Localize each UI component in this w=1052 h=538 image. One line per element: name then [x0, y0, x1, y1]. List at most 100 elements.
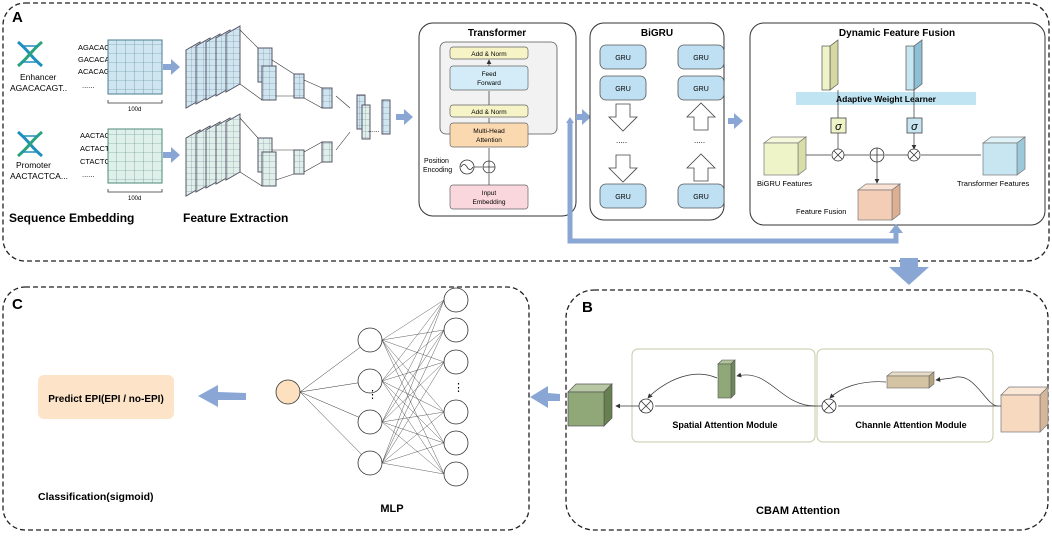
panel-c-letter: C — [12, 296, 23, 313]
bigru-dots: ..... — [694, 136, 705, 145]
mlp-connection — [381, 361, 445, 423]
spatial-attention-map — [717, 359, 736, 399]
dna-icon — [17, 40, 43, 68]
panel-c: C Predict EPI(EPI / no-EPI) Classificati… — [2, 286, 530, 531]
bigru-features-cube — [762, 136, 808, 176]
flattened-feature — [361, 104, 371, 140]
mlp-connection — [381, 361, 445, 382]
transformer-block: Transformer Add & Norm Feed Forward Add … — [418, 22, 577, 217]
mlp-hidden-node — [443, 399, 469, 425]
channel-attention-label: Channle Attention Module — [855, 420, 966, 430]
mlp-connection — [381, 329, 445, 464]
enhancer-dim: 100d — [128, 107, 141, 113]
mlp-hidden-node — [357, 450, 383, 476]
position-encoding-label: Position — [424, 158, 449, 165]
promoter-embedding-grid — [107, 128, 163, 184]
flow-arrow — [396, 109, 413, 125]
mlp-connection — [381, 421, 445, 475]
mlp-connection — [381, 361, 445, 464]
gru-label: GRU — [615, 55, 631, 62]
transformer-title: Transformer — [468, 28, 526, 39]
mlp-connection — [381, 339, 445, 475]
feed-forward-label: Forward — [477, 80, 501, 87]
flow-arrow-down — [889, 258, 929, 285]
gru-label: GRU — [615, 86, 631, 93]
multi-head-label: Multi-Head — [473, 128, 505, 135]
promoter-label: Promoter — [16, 160, 51, 170]
sigma-symbol: σ — [835, 121, 842, 133]
mlp-connection — [381, 462, 445, 475]
add-norm-top-label: Add & Norm — [471, 51, 506, 58]
sigma-symbol: σ — [911, 121, 918, 133]
panel-a-border — [2, 2, 1050, 262]
multi-head-label: Attention — [476, 137, 502, 144]
mlp-connection — [381, 339, 445, 444]
bigru-feature-bar — [821, 45, 831, 91]
promoter-sequence: AACTACTCA... — [10, 171, 68, 181]
feature-ellipsis: ...... — [368, 127, 380, 134]
gru-cell — [677, 183, 725, 209]
gru-label: GRU — [693, 55, 709, 62]
channel-attention-module — [816, 348, 994, 443]
gru-cell — [599, 75, 647, 101]
mlp-hidden-node — [443, 317, 469, 343]
mlp-hidden-node — [443, 287, 469, 313]
adaptive-weight-learner-bar — [796, 92, 976, 105]
panel-a-letter: A — [12, 9, 23, 26]
sigma-gate — [830, 117, 847, 134]
gru-cell — [599, 44, 647, 70]
feature-maps-enhancer — [185, 25, 333, 109]
mlp-network: ⋮ ⋮ — [275, 287, 469, 487]
mlp-connection — [381, 299, 445, 464]
enhancer-kmers: AGACAC GACACA ACACAG ...... — [78, 43, 110, 90]
flow-arrow — [576, 109, 591, 125]
bigru-block: BiGRU GRU GRU GRU GRU GRU GRU ..... ....… — [589, 22, 725, 221]
gru-label: GRU — [693, 194, 709, 201]
input-embedding-label: Input — [482, 190, 497, 197]
mlp-connection — [381, 411, 445, 423]
kmer: CTACTC — [80, 157, 110, 166]
panel-c-border — [2, 286, 530, 531]
feature-fusion-label: Feature Fusion — [796, 207, 846, 216]
input-feature-cube — [1000, 386, 1049, 433]
mlp-connection — [381, 299, 445, 341]
transformer-features-cube — [981, 136, 1027, 176]
promoter-kmers: AACTAC ACTACT CTACTC ...... — [80, 131, 110, 179]
feed-forward-label: Feed — [482, 71, 497, 78]
mlp-connection — [381, 442, 445, 464]
kmer: AACTAC — [80, 131, 110, 140]
mlp-connection — [381, 411, 445, 464]
adaptive-weight-learner-label: Adaptive Weight Learner — [836, 94, 937, 104]
kmer: ...... — [82, 81, 95, 90]
transformer-features-label: Transformer Features — [957, 179, 1029, 188]
position-encoding-label: Encoding — [423, 167, 452, 174]
sigma-gate — [906, 117, 923, 134]
mlp-input-node — [275, 379, 301, 405]
mlp-connection — [381, 329, 445, 382]
gru-cell — [677, 44, 725, 70]
channel-attention-vector — [886, 371, 935, 389]
spatial-attention-label: Spatial Attention Module — [672, 420, 777, 430]
mlp-hidden-node — [357, 327, 383, 353]
gru-cell — [599, 183, 647, 209]
mlp-hidden-node — [443, 430, 469, 456]
down-arrow-icon — [608, 154, 638, 183]
bigru-title: BiGRU — [641, 28, 673, 39]
mlp-hidden-node — [443, 349, 469, 375]
fusion-title: Dynamic Feature Fusion — [839, 28, 955, 39]
add-norm-bottom-label: Add & Norm — [471, 109, 506, 116]
mlp-caption: MLP — [380, 503, 403, 515]
mlp-connection — [381, 299, 445, 382]
classification-caption: Classification(sigmoid) — [38, 491, 154, 503]
enhancer-label: Enhancer — [20, 72, 57, 82]
kmer: GACACA — [78, 55, 110, 64]
mlp-dots: ⋮ — [367, 389, 378, 401]
refined-feature-cube — [567, 383, 613, 427]
skip-connection — [567, 122, 899, 244]
gru-cell — [677, 75, 725, 101]
kmer: AGACAC — [78, 43, 110, 52]
enhancer-embedding-grid — [107, 39, 163, 95]
flow-arrow — [163, 147, 180, 163]
panel-a: A Enhancer AGACACAGT.. Promoter AACTACTC… — [2, 2, 1050, 262]
